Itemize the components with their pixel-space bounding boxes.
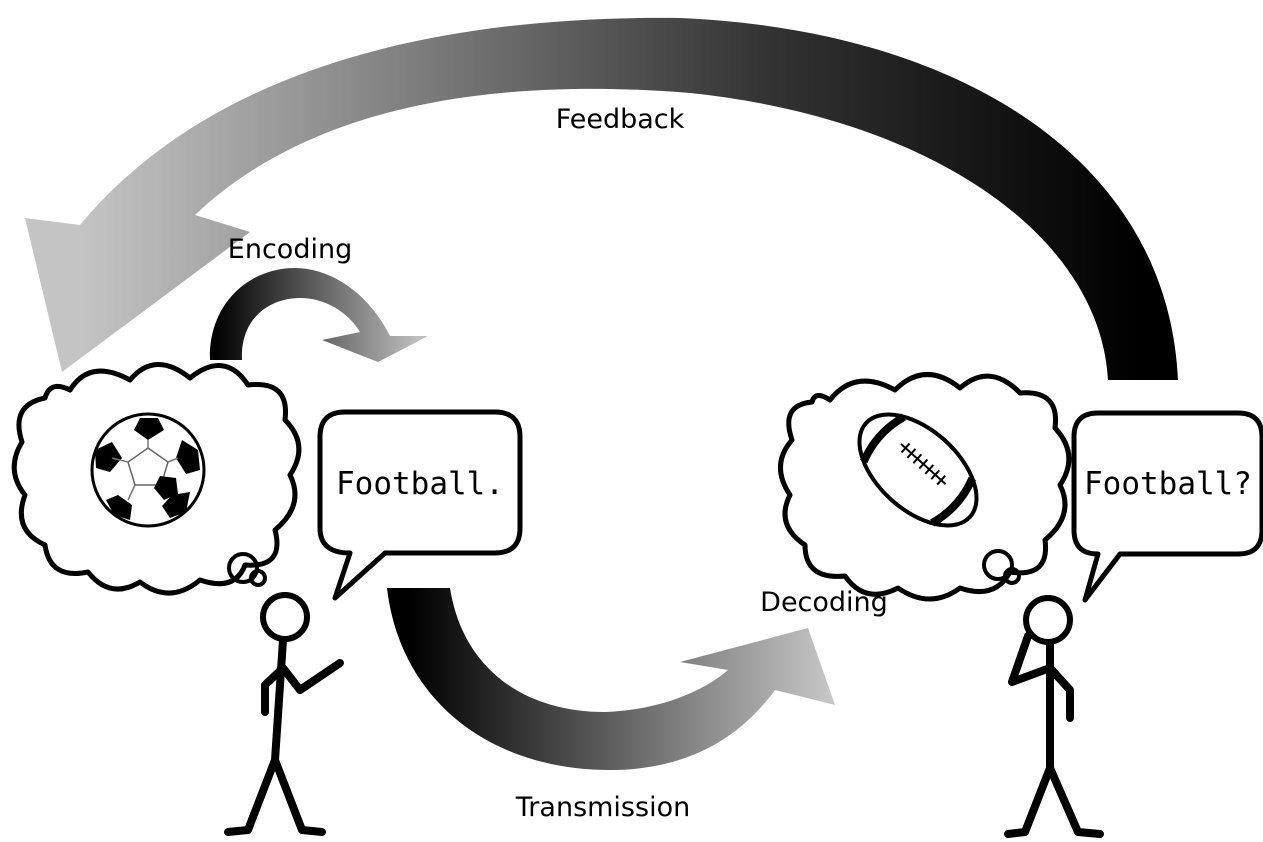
- american-football-icon: [857, 412, 979, 528]
- receiver-speech-bubble: [1071, 410, 1263, 603]
- transmission-arrow: [387, 588, 835, 770]
- receiver-thought-cloud: [778, 372, 1072, 602]
- decoding-label: Decoding: [760, 587, 888, 618]
- receiver-stick-figure: [1004, 595, 1104, 838]
- feedback-arrow: [25, 17, 1178, 380]
- receiver-thought-bubble-small: [982, 549, 1014, 581]
- transmission-label: Transmission: [515, 792, 690, 823]
- sender-thought-bubble-tiny: [249, 569, 267, 587]
- sender-speech-text: Football.: [336, 466, 504, 502]
- receiver-thought-bubble-tiny: [1003, 567, 1021, 585]
- sender-speech-bubble: [317, 409, 523, 601]
- encoding-arrow: [209, 268, 428, 362]
- soccer-ball-icon: [90, 412, 206, 528]
- encoding-label: Encoding: [228, 234, 352, 265]
- sender-thought-bubble-small: [227, 552, 259, 584]
- feedback-label: Feedback: [556, 104, 685, 135]
- receiver-speech-text: Football?: [1084, 466, 1252, 502]
- sender-stick-figure: [224, 592, 344, 836]
